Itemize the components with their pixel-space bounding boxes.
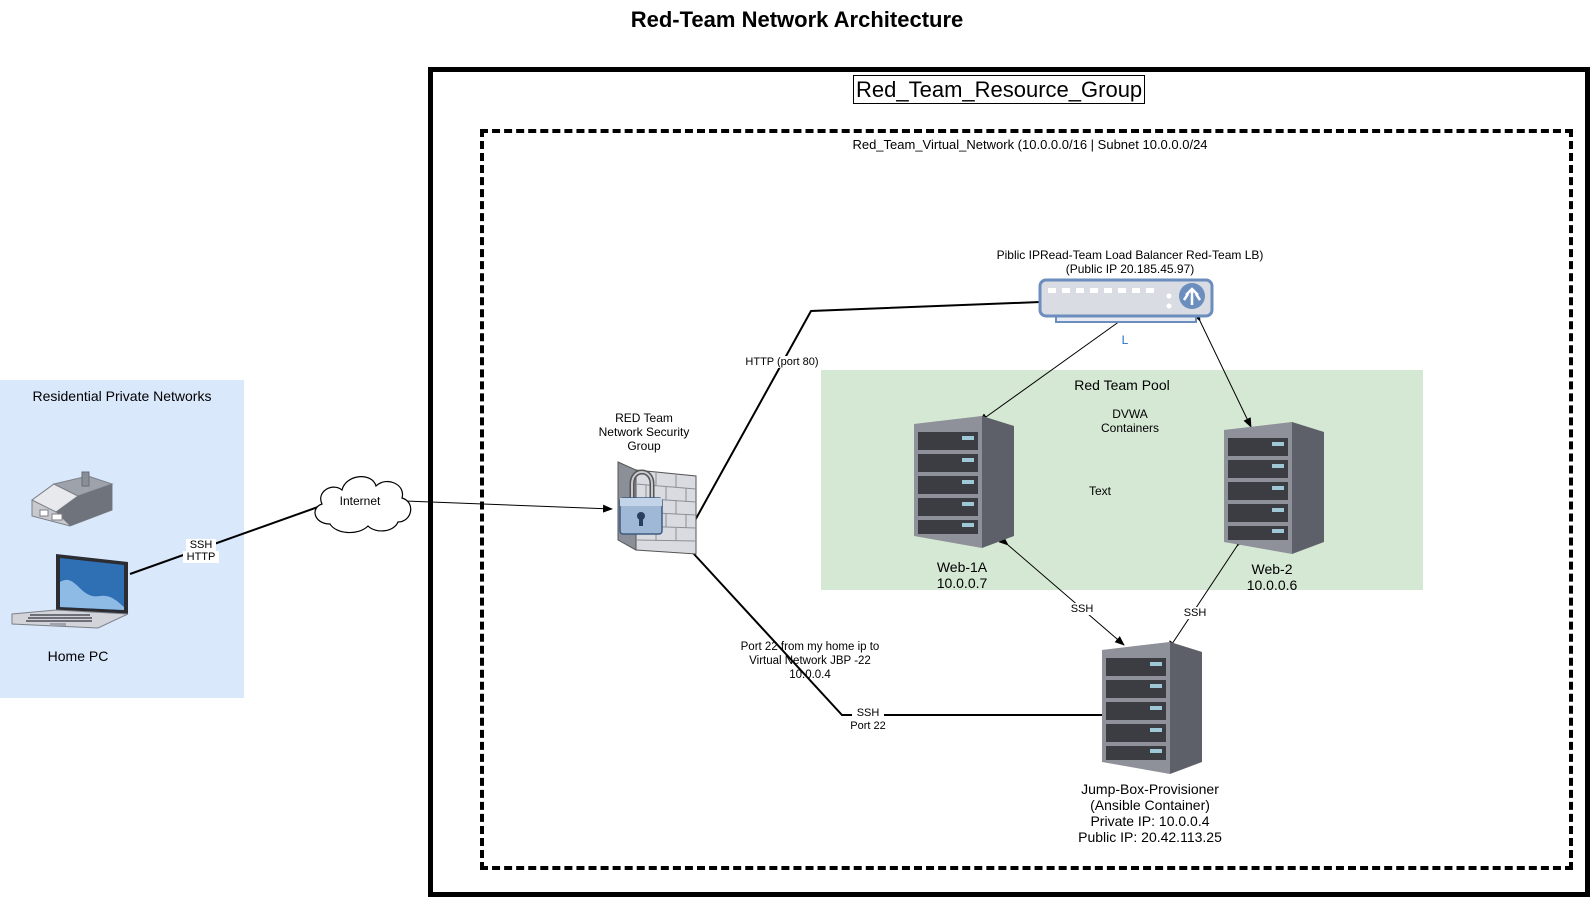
cloud-icon xyxy=(314,476,412,534)
diagram-title: Red-Team Network Architecture xyxy=(630,7,964,32)
edge-label-port22-line1: Port 22 from my home ip to xyxy=(740,641,880,653)
edge-label-jump-ssh: SSH xyxy=(852,707,884,719)
lb-label-line2: (Public IP 20.185.45.97) xyxy=(1065,262,1195,276)
edge-lb-web1 xyxy=(978,312,1130,423)
jumpbox-label-line1: Jump-Box-Provisioner xyxy=(1081,781,1219,797)
edge-http xyxy=(692,301,1041,525)
edge-label-port22-line3: 10.0.0.4 xyxy=(789,669,831,681)
resource-group-label: Red_Team_Resource_Group xyxy=(853,75,1146,104)
internet-label: Internet xyxy=(339,494,381,508)
edge-label-home-http: HTTP xyxy=(183,551,219,563)
edge-internet-nsg xyxy=(395,496,613,513)
edge-web1-jumpbox xyxy=(998,536,1125,646)
nsg-label-line1: RED Team xyxy=(615,411,673,425)
lb-sub-label: L xyxy=(1121,333,1129,347)
web-2-name: Web-2 xyxy=(1251,561,1293,577)
resource-group-container xyxy=(428,67,1590,897)
web-2-ip: 10.0.0.6 xyxy=(1246,577,1298,593)
nsg-label-line2: Network Security xyxy=(598,425,690,439)
edge-label-web2-ssh: SSH xyxy=(1180,607,1210,619)
edge-label-http: HTTP (port 80) xyxy=(740,356,824,368)
web-2-server-icon xyxy=(1224,422,1324,554)
firewall-lock-icon xyxy=(617,461,697,555)
jumpbox-label-line3: Private IP: 10.0.0.4 xyxy=(1090,813,1210,829)
pool-text-label: Text xyxy=(1088,484,1111,498)
home-pc-label: Home PC xyxy=(47,648,109,664)
edge-home-internet xyxy=(129,506,319,575)
residential-network-label: Residential Private Networks xyxy=(32,388,212,404)
edge-port22 xyxy=(692,552,1102,716)
jumpbox-label-line2: (Ansible Container) xyxy=(1090,797,1210,813)
laptop-icon xyxy=(11,554,129,629)
load-balancer-icon xyxy=(1038,278,1214,323)
lb-label-line1: Piblic IPRead-Team Load Balancer Red-Tea… xyxy=(996,248,1264,262)
edge-web2-jumpbox xyxy=(1167,536,1246,651)
edge-label-web1-ssh: SSH xyxy=(1067,603,1097,615)
edge-label-home-ssh: SSH xyxy=(186,539,216,551)
edge-label-port22-line2: Virtual Network JBP -22 xyxy=(749,655,871,667)
edge-label-jump-port22: Port 22 xyxy=(848,720,888,732)
web-1a-server-icon xyxy=(914,416,1014,548)
web-1a-name: Web-1A xyxy=(936,559,988,575)
dvwa-label-2: Containers xyxy=(1100,421,1160,435)
jump-box-server-icon xyxy=(1102,642,1202,774)
house-icon xyxy=(31,471,114,527)
nsg-label-line3: Group xyxy=(627,439,661,453)
edge-lb-web2 xyxy=(1192,311,1252,428)
virtual-network-label: Red_Team_Virtual_Network (10.0.0.0/16 | … xyxy=(852,137,1208,152)
jumpbox-label-line4: Public IP: 20.42.113.25 xyxy=(1078,829,1222,845)
web-1a-ip: 10.0.0.7 xyxy=(936,575,988,591)
